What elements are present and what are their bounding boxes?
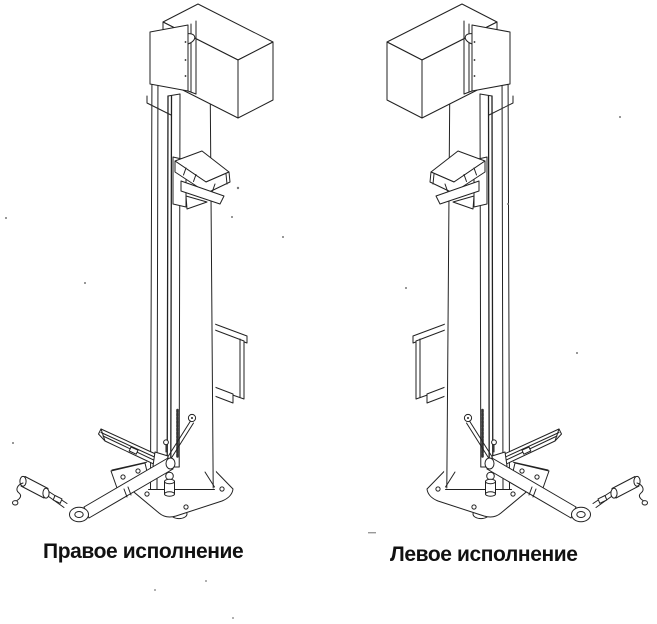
scan-speckles xyxy=(5,116,621,619)
caption-right-version: Правое исполнение xyxy=(43,540,244,563)
drawing-right-version xyxy=(11,2,275,524)
drawing-left-version xyxy=(385,2,649,524)
caption-left-version: Левое исполнение xyxy=(390,543,578,566)
